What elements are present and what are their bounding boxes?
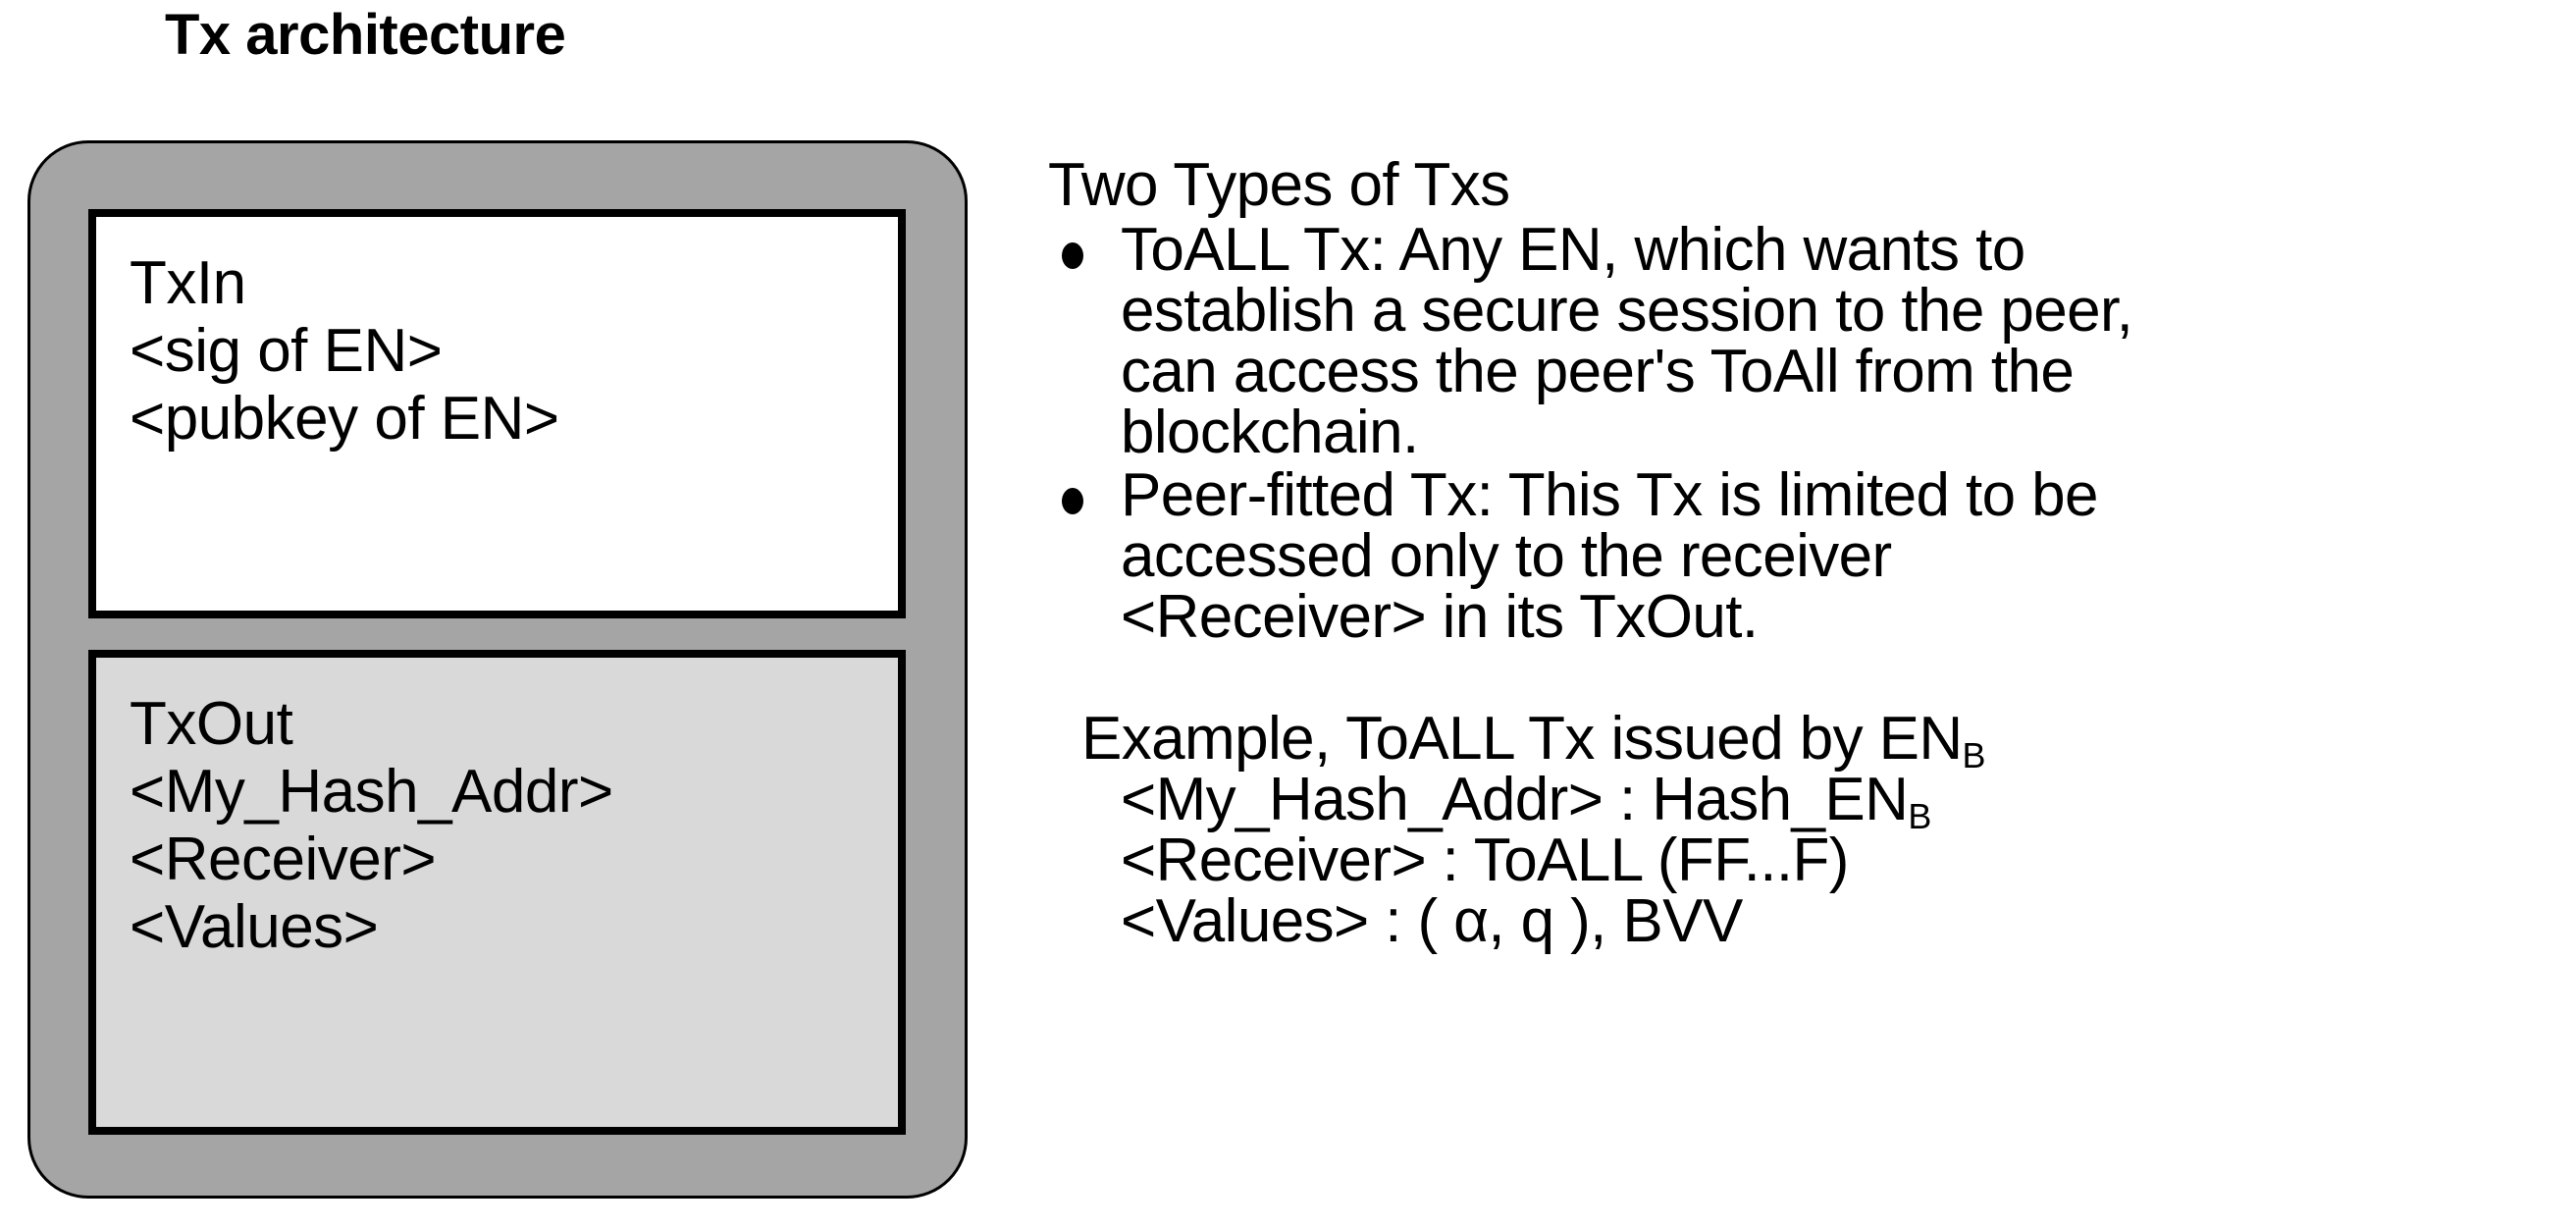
tx-types-bullet-list: ToALL Tx: Any EN, which wants to establi…: [1040, 220, 2551, 648]
example-heading: Example, ToALL Tx issued by ENB: [1081, 709, 2551, 774]
bullet-dot-icon: [1062, 242, 1083, 269]
example-block: Example, ToALL Tx issued by ENB <My_Hash…: [1040, 709, 2551, 952]
txout-line-2: <Receiver>: [130, 825, 437, 893]
explanation-column: Two Types of Txs ToALL Tx: Any EN, which…: [1040, 155, 2551, 952]
example-row-values: <Values> : ( α, q ), BVV: [1121, 891, 2551, 952]
tx-architecture-diagram: TxIn <sig of EN> <pubkey of EN> TxOut <M…: [27, 140, 968, 1199]
bullet-peer-line-1: accessed only to the receiver: [1121, 522, 1892, 590]
page-title: Tx architecture: [165, 3, 566, 67]
example-heading-text: Example, ToALL Tx issued by EN: [1081, 705, 1963, 773]
txin-line-1: <sig of EN>: [130, 316, 443, 385]
bullet-item-toall: ToALL Tx: Any EN, which wants to establi…: [1040, 220, 2551, 463]
bullet-toall-line-2: can access the peer's ToAll from the: [1121, 338, 2075, 405]
txin-line-2: <pubkey of EN>: [130, 384, 559, 453]
example-row-1-text: <Receiver> : ToALL (FF...F): [1121, 827, 1849, 894]
bullet-toall-line-1: establish a secure session to the peer,: [1121, 277, 2133, 345]
txin-line-0: TxIn: [130, 249, 246, 317]
example-heading-subscript: B: [1962, 735, 1986, 776]
bullet-peer-line-2: <Receiver> in its TxOut.: [1121, 583, 1759, 651]
txout-line-0: TxOut: [130, 690, 293, 758]
example-row-0-subscript: B: [1908, 796, 1932, 837]
bullet-dot-icon: [1062, 488, 1083, 514]
bullet-toall-line-0: ToALL Tx: Any EN, which wants to: [1121, 216, 2025, 284]
txout-line-3: <Values>: [130, 892, 379, 961]
example-row-receiver: <Receiver> : ToALL (FF...F): [1121, 830, 2551, 891]
example-row-0-text: <My_Hash_Addr> : Hash_EN: [1121, 766, 1909, 833]
example-row-my-hash-addr: <My_Hash_Addr> : Hash_ENB: [1121, 770, 2551, 834]
bullet-peer-line-0: Peer-fitted Tx: This Tx is limited to be: [1121, 461, 2099, 529]
example-row-2-text: <Values> : ( α, q ), BVV: [1121, 887, 1743, 955]
txout-line-1: <My_Hash_Addr>: [130, 757, 613, 826]
bullet-toall-line-3: blockchain.: [1121, 399, 1419, 466]
two-types-heading: Two Types of Txs: [1048, 151, 1510, 219]
bullet-item-peer-fitted: Peer-fitted Tx: This Tx is limited to be…: [1040, 465, 2551, 648]
txin-box: TxIn <sig of EN> <pubkey of EN>: [88, 209, 906, 618]
txout-box: TxOut <My_Hash_Addr> <Receiver> <Values>: [88, 650, 906, 1135]
